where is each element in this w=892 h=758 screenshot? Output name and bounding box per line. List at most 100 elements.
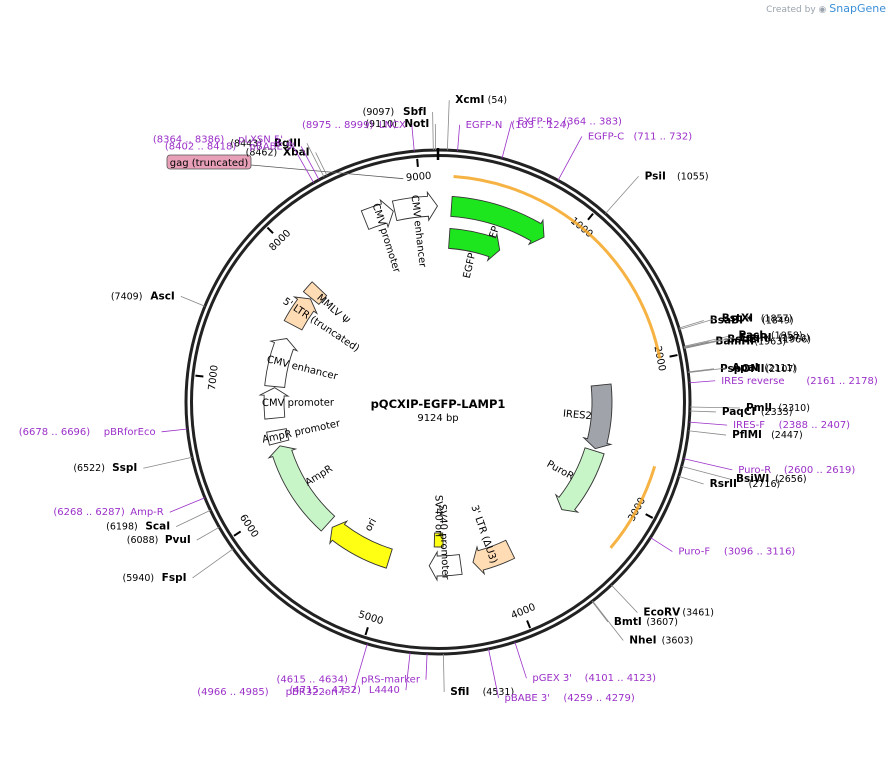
snapgene-brand[interactable]: Created by ◉ SnapGene	[766, 2, 886, 15]
primer-leader-13	[405, 652, 411, 691]
primer-leader-2	[557, 136, 583, 181]
primer-pos-13: (4715 .. 4732)	[289, 685, 361, 696]
primer-name-4: pBABE 5'	[250, 141, 296, 152]
site-pos-19: (3461)	[682, 608, 714, 619]
primer-leader-5	[288, 139, 315, 183]
site-ecorv-19: EcoRV(3461)	[610, 584, 714, 619]
snapgene-logo-icon: ◉	[818, 5, 827, 15]
site-name-12: PspOMI	[720, 363, 765, 375]
site-pos-25: (6198)	[106, 522, 138, 533]
site-name-17: BsiWI	[736, 473, 769, 485]
site-leader-14	[689, 406, 740, 409]
tick-mark-5000	[364, 627, 369, 636]
site-leader-17	[681, 465, 731, 480]
site-pos-20: (3603)	[662, 636, 694, 647]
primer-leader-14	[352, 643, 368, 692]
primer-pbabe-5-4: pBABE 5'(8402 .. 8418)	[165, 141, 320, 181]
primer-leader-15	[161, 428, 188, 433]
site-leader-19	[610, 584, 638, 613]
site-scai-25: ScaI (6198)	[106, 509, 211, 533]
site-name-13: ApaI	[732, 362, 759, 374]
feature-cmv-promoter-3	[360, 198, 394, 230]
site-name-20: NheI	[629, 635, 656, 647]
primer-leader-3	[411, 125, 415, 152]
site-name-26: SspI	[112, 462, 137, 474]
site-leader-2	[446, 100, 450, 151]
site-pspomi-12: PspOMI(2107)	[688, 363, 797, 375]
plasmid-name: pQCXIP-EGFP-LAMP1	[371, 397, 506, 411]
site-pos-16: (2447)	[771, 430, 803, 441]
tick-label-9000: 9000	[406, 171, 432, 184]
primer-pos-15: (6678 .. 6696)	[19, 427, 91, 438]
primer-amp-r-16: Amp-R(6268 .. 6287)	[53, 497, 206, 518]
plasmid-center-label: pQCXIP-EGFP-LAMP1 9124 bp	[371, 397, 506, 424]
site-pos-27: (7409)	[111, 291, 143, 302]
primer-egfp-c-2: EGFP-C(711 .. 732)	[557, 131, 692, 181]
restriction-sites: NotI(9110)SbfI(9097)XcmI(54)XbaI(8462)Bg…	[73, 94, 811, 698]
primer-name-0: EGFP-N	[466, 120, 503, 131]
site-name-8: PacI	[739, 329, 764, 341]
primer-name-6: IRES reverse	[721, 376, 784, 387]
plasmid-size: 9124 bp	[417, 413, 458, 424]
tick-label-7000: 7000	[207, 364, 221, 390]
site-asci-27: AscI (7409)	[111, 290, 206, 307]
primer-pbrforeco-15: pBRforEco (6678 .. 6696)	[19, 427, 188, 438]
feature-gag-truncated-4: gag (truncated)	[166, 154, 404, 180]
primer-plxsn-5-5: pLXSN 5'(8364 .. 8386)	[153, 134, 315, 183]
primer-exfp-r-1: EXFP-R (364 .. 383)	[501, 117, 622, 159]
primer-leader-10	[514, 641, 527, 679]
tick-label-6000: 6000	[237, 513, 260, 540]
primer-pos-1: (364 .. 383)	[563, 117, 622, 128]
site-name-4: BglII	[274, 137, 301, 149]
primer-name-3: LNCX	[379, 120, 406, 131]
feature-egfp-1-label: EGFP	[462, 252, 479, 280]
primer-pos-11: (4259 .. 4279)	[563, 693, 635, 704]
feature-ampr-promoter-9-label: AmpR promoter	[261, 418, 342, 446]
primer-egfp-n-0: EGFP-N(103 .. 124)	[457, 120, 570, 151]
primer-name-14: pBR322ori-F	[286, 687, 348, 698]
site-nhei-20: NheI (3603)	[592, 600, 694, 647]
primer-pos-6: (2161 .. 2178)	[806, 376, 878, 387]
site-name-27: AscI	[150, 290, 175, 302]
site-leader-21	[591, 601, 609, 623]
site-pos-14: (2310)	[778, 403, 810, 414]
primer-name-16: Amp-R	[130, 507, 164, 518]
site-name-25: ScaI	[145, 521, 170, 533]
site-name-23: FspI	[162, 572, 187, 584]
site-leader-1	[432, 112, 434, 151]
site-bmti-21: BmtI(3607)	[591, 601, 678, 628]
primer-leader-9	[650, 537, 673, 552]
site-name-18: RsrII	[710, 478, 737, 490]
site-pflmi-16: PflMI(2447)	[688, 429, 803, 441]
primer-ires-reverse-6: IRES reverse (2161 .. 2178)	[689, 376, 878, 387]
primer-name-1: EXFP-R	[518, 117, 553, 128]
site-leader-25	[175, 509, 211, 527]
site-pos-5: (1055)	[677, 171, 709, 182]
site-name-7: BstXI	[722, 313, 753, 325]
site-name-1: SbfI	[403, 106, 427, 118]
site-name-0: NotI	[404, 118, 429, 130]
site-pos-3: (8462)	[246, 147, 278, 158]
site-bstxi-7: BstXI (1857)	[679, 313, 792, 330]
tick-label-2000: 2000	[651, 345, 667, 372]
site-name-10: BspEI *	[727, 334, 770, 346]
feature-ampr-10-label: AmpR	[304, 463, 335, 488]
site-leader-20	[592, 600, 624, 641]
feature-gag-truncated-4-leader	[250, 164, 404, 180]
site-ecori-11: EcoRI(1970)	[684, 332, 810, 349]
site-pos-21: (3607)	[646, 617, 678, 628]
site-sbfi-1: SbfI(9097)	[363, 106, 434, 151]
site-name-15: PaqCI	[722, 406, 756, 418]
primer-name-15: pBRforEco	[104, 427, 156, 438]
primer-leader-1	[501, 121, 513, 159]
feature-ires2-15-label: IRES2	[562, 409, 592, 423]
tick-mark-1000	[587, 212, 594, 221]
primer-pgex-3-10: pGEX 3'(4101 .. 4123)	[514, 641, 656, 684]
site-pos-7: (1857)	[761, 314, 793, 325]
feature-puror-16	[554, 447, 605, 513]
primer-name-7: IRES-F	[733, 420, 765, 431]
primer-name-13: L4440	[369, 685, 400, 696]
site-leader-6	[678, 320, 704, 329]
primer-name-10: pGEX 3'	[532, 673, 572, 684]
